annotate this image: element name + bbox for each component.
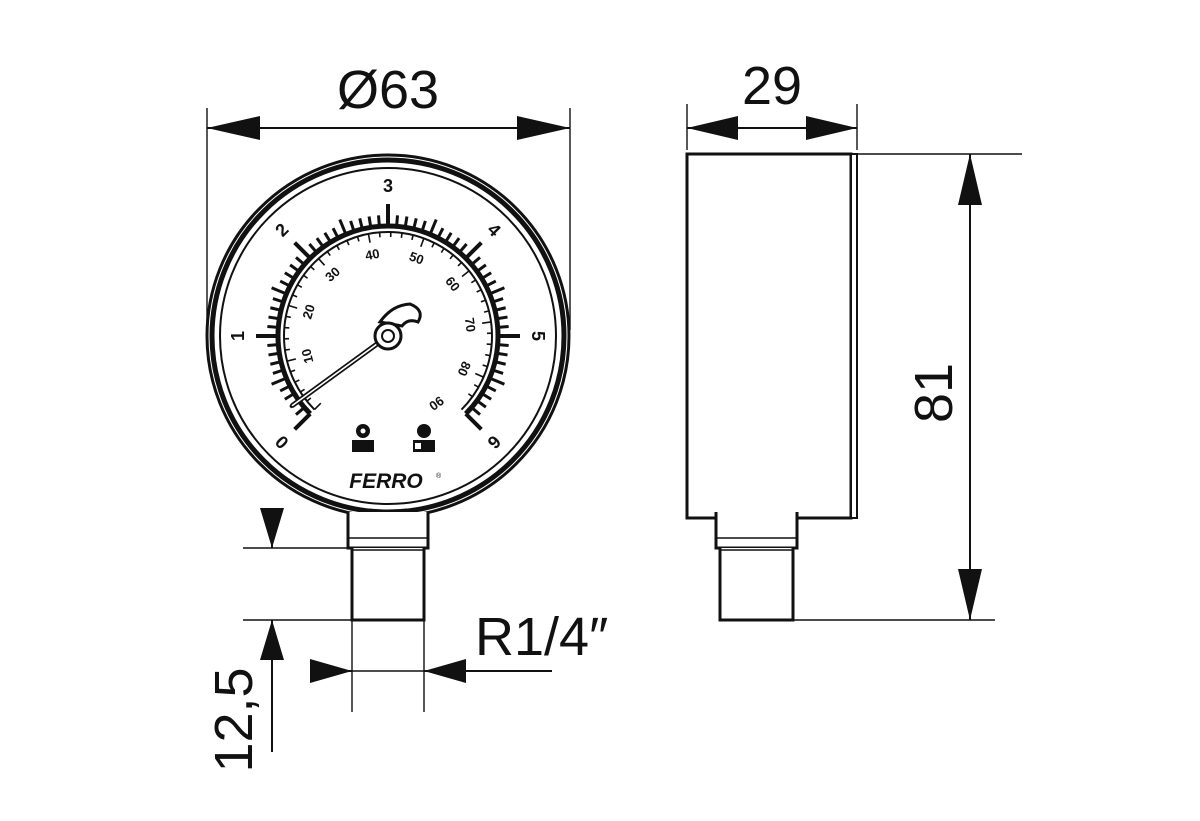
psi-tick xyxy=(461,270,470,278)
registered-mark: ® xyxy=(436,472,442,480)
bar-major-tick xyxy=(464,412,483,431)
depth-dimension: 29 xyxy=(686,56,858,150)
arrowhead-height-bottom xyxy=(958,569,982,620)
needle-tail xyxy=(377,302,422,328)
diameter-dimension: Ø63 xyxy=(206,60,571,330)
liquid-pictogram-icon xyxy=(413,424,435,452)
psi-tick xyxy=(286,358,297,362)
arrowhead-right-thread xyxy=(310,659,352,683)
bar-mid-tick xyxy=(428,219,438,235)
bar-scale-arc xyxy=(275,223,501,416)
bar-scale-label: 5 xyxy=(528,331,548,341)
arrowhead-depth-left xyxy=(687,116,738,140)
thread-length-dimension: 12,5 xyxy=(204,508,352,773)
arrowhead-up xyxy=(260,620,284,660)
depth-label: 29 xyxy=(742,56,802,116)
bar-major-tick xyxy=(464,241,483,260)
case-body xyxy=(685,152,853,520)
psi-tick xyxy=(420,238,425,248)
bar-scale-label: 3 xyxy=(383,176,393,196)
arrowhead-depth-right xyxy=(806,116,857,140)
bar-scale-label: 1 xyxy=(228,331,248,341)
side-connector xyxy=(714,512,799,622)
psi-tick xyxy=(317,258,326,266)
bar-mid-tick xyxy=(271,286,287,296)
psi-scale-label: 10 xyxy=(298,347,316,365)
psi-scale-label: 90 xyxy=(426,393,447,414)
case-bezel-edge xyxy=(850,153,858,519)
bar-major-tick xyxy=(293,412,312,431)
psi-tick xyxy=(482,321,492,324)
height-dimension: 81 xyxy=(793,153,1022,621)
scale-arcs xyxy=(275,223,501,416)
height-label: 81 xyxy=(904,363,964,423)
arrowhead-left-thread xyxy=(424,659,466,683)
bar-major-tick xyxy=(293,241,312,260)
side-view: 29 81 xyxy=(685,56,1022,622)
psi-scale-label: 20 xyxy=(299,303,318,321)
bar-mid-tick xyxy=(489,376,505,386)
psi-tick xyxy=(367,233,371,243)
thread-size-dimension: R1/4″ xyxy=(310,607,608,712)
bar-mid-tick xyxy=(489,286,505,296)
brand-logo: FERRO xyxy=(349,470,423,493)
psi-tick xyxy=(313,402,322,411)
psi-scale-label: 70 xyxy=(462,317,479,333)
psi-tick xyxy=(474,372,484,378)
arrowhead-right xyxy=(517,116,570,140)
front-connector xyxy=(346,512,430,622)
thread-length-label: 12,5 xyxy=(204,667,264,772)
arrowhead-down xyxy=(260,508,284,548)
psi-scale-label: 80 xyxy=(454,359,473,378)
psi-scale-arc xyxy=(283,231,493,411)
gas-pictogram-icon xyxy=(352,424,374,452)
bar-mid-tick xyxy=(271,376,287,386)
psi-tick xyxy=(288,304,298,309)
psi-scale-label: 40 xyxy=(364,246,381,263)
arrowhead-height-top xyxy=(958,154,982,205)
diameter-label: Ø63 xyxy=(337,60,439,120)
psi-scale-label: 50 xyxy=(407,249,426,268)
thread-size-label: R1/4″ xyxy=(475,607,608,667)
bar-mid-tick xyxy=(338,219,348,235)
needle-pin xyxy=(381,329,395,343)
gauge-needle xyxy=(290,302,422,408)
arrowhead-left xyxy=(207,116,260,140)
